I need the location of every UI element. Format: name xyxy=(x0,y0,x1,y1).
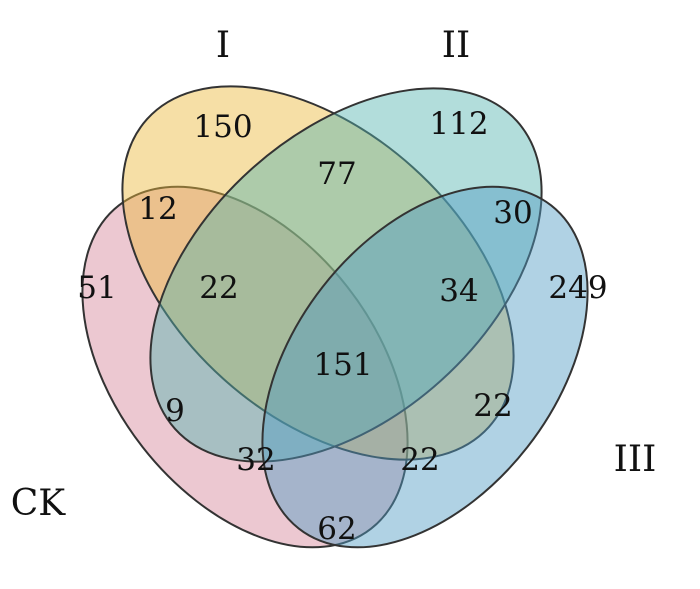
count-i-ii: 77 xyxy=(317,156,356,192)
count-ii-only: 112 xyxy=(429,106,488,142)
count-i-only: 150 xyxy=(193,109,252,145)
set-label-ck: CK xyxy=(11,483,67,524)
set-label-i: I xyxy=(216,25,230,66)
count-ck-i: 12 xyxy=(138,191,177,227)
set-labels: CK I II III xyxy=(11,25,657,524)
count-ck-ii-iii: 32 xyxy=(236,442,275,478)
count-iii-only: 249 xyxy=(548,270,607,306)
count-ck-i-iii: 22 xyxy=(400,442,439,478)
set-label-iii: III xyxy=(614,439,657,480)
count-i-ii-iii: 34 xyxy=(439,273,478,309)
set-label-ii: II xyxy=(442,25,470,66)
count-ck-i-ii-iii: 151 xyxy=(313,347,372,383)
ellipse-i xyxy=(121,85,515,461)
count-ii-iii: 30 xyxy=(493,195,532,231)
count-ck-ii: 9 xyxy=(165,393,185,429)
count-i-iii: 22 xyxy=(473,388,512,424)
ellipse-ii xyxy=(149,87,543,463)
ellipse-iii xyxy=(261,185,589,549)
ellipse-ck xyxy=(81,185,409,549)
count-ck-i-ii: 22 xyxy=(199,270,238,306)
set-ellipses xyxy=(81,85,589,549)
region-counts: 150 112 77 12 30 51 22 34 249 151 9 22 3… xyxy=(77,106,607,547)
count-ck-only: 51 xyxy=(77,270,116,306)
count-ck-iii: 62 xyxy=(317,511,356,547)
